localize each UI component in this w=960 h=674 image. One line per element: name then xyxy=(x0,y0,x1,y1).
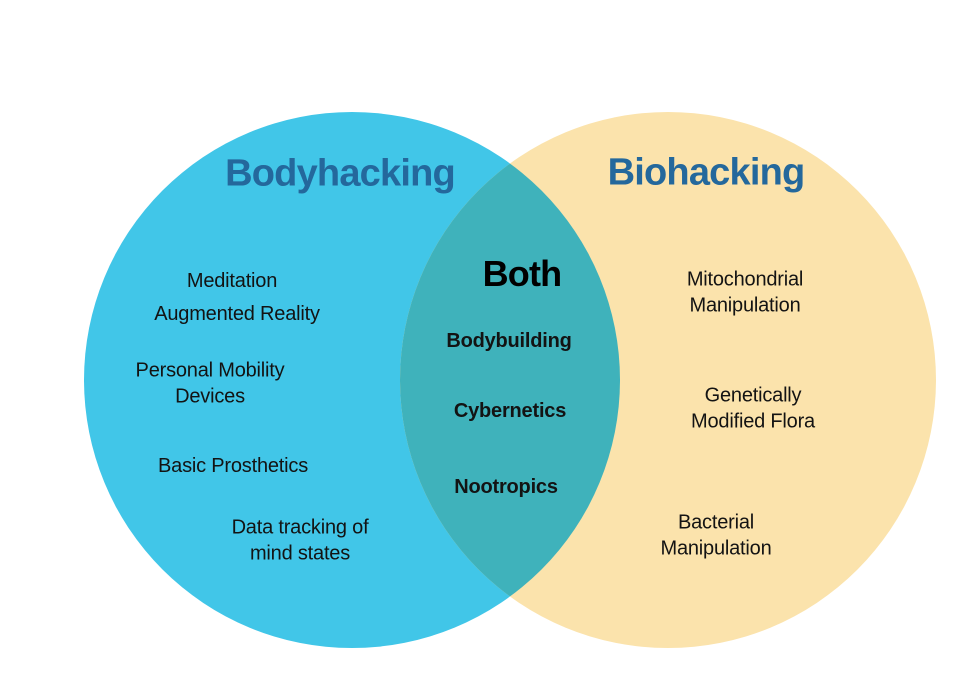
left-item-augmented-reality: Augmented Reality xyxy=(154,302,320,325)
right-item-mitochondrial-manipulation: Mitochondrial Manipulation xyxy=(686,268,804,317)
right-circle-title: Biohacking xyxy=(607,151,806,194)
left-circle-title: Bodyhacking xyxy=(225,152,456,195)
overlap-lens xyxy=(400,112,620,648)
right-item-bacterial-manipulation: Bacterial Manipulation xyxy=(660,511,772,560)
overlap-item-bodybuilding: Bodybuilding xyxy=(446,329,572,352)
left-item-data-tracking-mind-states: Data tracking of mind states xyxy=(231,516,369,565)
overlap-item-cybernetics: Cybernetics xyxy=(453,399,567,422)
overlap-item-nootropics: Nootropics xyxy=(454,475,558,498)
left-item-meditation: Meditation xyxy=(186,269,278,292)
overlap-title: Both xyxy=(482,253,563,294)
left-item-personal-mobility-devices: Personal Mobility Devices xyxy=(135,359,285,408)
right-item-genetically-modified-flora: Genetically Modified Flora xyxy=(691,384,815,433)
left-item-basic-prosthetics: Basic Prosthetics xyxy=(158,454,308,477)
